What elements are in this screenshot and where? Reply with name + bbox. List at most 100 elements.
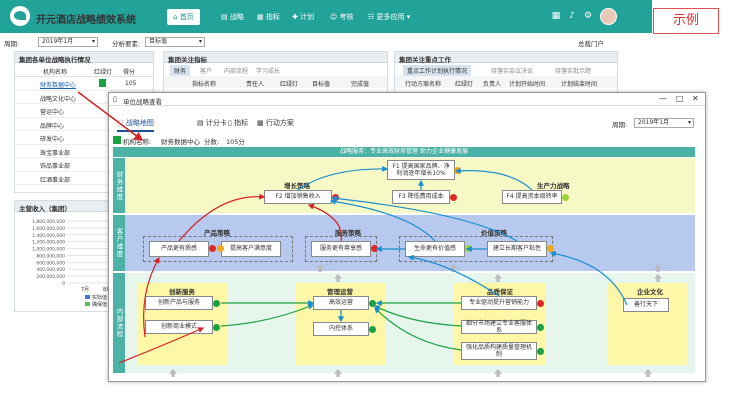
income-chart: 1,800,000,0001,600,000,0001,400,000,0001… bbox=[32, 219, 119, 308]
status-dot-red bbox=[371, 245, 378, 252]
y-tick-label: 1,400,000,000 bbox=[32, 233, 65, 239]
node-f4[interactable]: F4 提高资本周转率 bbox=[502, 190, 562, 204]
col-target: 目标值 bbox=[312, 81, 331, 88]
org-label: 机构名称: bbox=[123, 138, 152, 146]
node-b2[interactable]: 细分市场建立专业客服体系 bbox=[461, 320, 537, 334]
period-label: 周期: bbox=[4, 40, 20, 48]
period-select[interactable]: 2019年1月 bbox=[38, 37, 98, 47]
x-tick-label: 7月 bbox=[81, 287, 89, 293]
more-apps-icon: ☷ bbox=[368, 13, 375, 21]
nav-more-apps[interactable]: ☷ 更多应用 ▾ bbox=[368, 13, 411, 21]
dimension-select[interactable]: 目标值 bbox=[145, 37, 205, 47]
status-light bbox=[99, 79, 106, 87]
y-tick-label: 200,000,000 bbox=[36, 274, 65, 280]
score-label: 分数: bbox=[204, 138, 220, 146]
node-b1[interactable]: 专业驱动提升营销能力 bbox=[461, 296, 537, 310]
service-strategy-title: 服务策略 bbox=[335, 229, 361, 237]
assessment-icon: ☺ bbox=[330, 13, 338, 21]
tab-instructions[interactable]: 待落实批示题 bbox=[555, 68, 592, 75]
nav-plan[interactable]: ✚ 计划 bbox=[292, 13, 315, 21]
tab-scorecard[interactable]: ▤ 计分卡 bbox=[197, 119, 227, 127]
status-dot-green bbox=[213, 300, 220, 307]
table-row: 珠宝事业部 bbox=[15, 145, 153, 158]
node-i1[interactable]: 创新产品与服务 bbox=[145, 296, 213, 310]
y-tick-label: 0 bbox=[62, 281, 65, 287]
node-m1[interactable]: 高效运营 bbox=[313, 296, 369, 310]
col-plan-end: 计划结束时间 bbox=[561, 81, 598, 88]
growth-strategy-title: 增长策略 bbox=[284, 182, 310, 190]
minimize-icon[interactable]: — bbox=[659, 94, 667, 103]
example-label: 示例 bbox=[653, 8, 719, 34]
tab-customer[interactable]: 客户 bbox=[200, 68, 213, 75]
modal-period-label: 周期: bbox=[612, 121, 628, 129]
x-tick-label: 8月 bbox=[103, 287, 111, 293]
status-dot-green bbox=[369, 326, 376, 333]
top-bar bbox=[0, 0, 652, 33]
node-c2[interactable]: 提高客户满意度 bbox=[221, 241, 281, 257]
strategy-icon: ▤ bbox=[221, 13, 228, 21]
tab-meeting-resolution[interactable]: 待落实会议决议 bbox=[491, 68, 534, 75]
node-c-culture[interactable]: 善行天下 bbox=[623, 298, 669, 312]
grid-icon[interactable]: ▦ bbox=[551, 11, 561, 21]
y-tick-label: 1,600,000,000 bbox=[32, 226, 65, 232]
node-m2[interactable]: 内控体系 bbox=[313, 322, 369, 336]
app-title: 开元酒店战略绩效系统 bbox=[36, 15, 136, 26]
modal-period-select[interactable]: 2019年1月 bbox=[634, 118, 694, 128]
unit-name: 品牌中心 bbox=[40, 122, 65, 130]
node-c3[interactable]: 服务更有尊享感 bbox=[311, 241, 371, 257]
scorecard-icon: ▤ bbox=[197, 119, 204, 127]
nav-home[interactable]: ⌂ 首页 bbox=[167, 9, 200, 25]
legend-swatch bbox=[85, 295, 90, 299]
up-arrow-icon bbox=[449, 264, 457, 272]
unit-name: 珠宝事业部 bbox=[40, 149, 71, 157]
col-indicator-light: 红绿灯 bbox=[280, 81, 299, 88]
table-row: 饰品事业部 bbox=[15, 158, 153, 172]
unit-name: 战略文化中心 bbox=[40, 95, 77, 103]
node-c1[interactable]: 产品更有质感 bbox=[149, 241, 209, 257]
status-dot-red bbox=[209, 245, 216, 252]
status-dot-yellow bbox=[217, 245, 224, 252]
modal-title: 单位战略查看 bbox=[123, 98, 162, 106]
dimension-label: 分析要素: bbox=[112, 40, 141, 48]
product-group bbox=[143, 236, 293, 262]
productivity-strategy-title: 生产力战略 bbox=[537, 182, 570, 190]
nav-indicator[interactable]: ▦ 指标 bbox=[257, 13, 280, 21]
maximize-icon[interactable]: □ bbox=[676, 94, 684, 103]
tab-learning[interactable]: 学习成长 bbox=[256, 68, 281, 75]
portal-label: 总裁门户 bbox=[578, 40, 604, 48]
node-f3[interactable]: F3 降低费用成本 bbox=[392, 190, 450, 204]
product-strategy-title: 产品策略 bbox=[204, 229, 230, 237]
node-c5[interactable]: 建立长期客户粘性 bbox=[487, 241, 547, 257]
action-icon: ▦ bbox=[257, 119, 264, 127]
close-icon[interactable]: ✕ bbox=[692, 94, 699, 103]
node-c4[interactable]: 生命更有价值感 bbox=[405, 241, 465, 257]
settings-icon[interactable]: ⚙ bbox=[583, 11, 593, 21]
bell-icon[interactable]: ♪ bbox=[569, 11, 575, 21]
tab-key-work-plan[interactable]: 重点工作计划执行情况 bbox=[403, 65, 472, 76]
status-dot-green bbox=[537, 324, 544, 331]
focus-indicator-panel: 集团关注指标 财务 客户 内部流程 学习成长 指标名称 责任人 红绿灯 目标值 … bbox=[163, 51, 388, 96]
nav-strategy[interactable]: ▤ 战略 bbox=[221, 13, 244, 21]
culture-box bbox=[607, 283, 687, 365]
node-f1[interactable]: F1 提高国家品牌、净利润逐年增长10% bbox=[387, 160, 455, 180]
nav-assessment[interactable]: ☺ 考核 bbox=[330, 13, 354, 21]
focus-indicator-title: 集团关注指标 bbox=[164, 52, 387, 64]
avatar[interactable] bbox=[600, 8, 617, 25]
table-row: 研发中心 bbox=[15, 131, 153, 145]
node-b3[interactable]: 强化品质构建质量管理机制 bbox=[461, 342, 537, 360]
tab-action-plans[interactable]: ▦ 行动方案 bbox=[257, 119, 294, 127]
unit-name[interactable]: 财务数据中心 bbox=[40, 82, 77, 89]
unit-score: 105 bbox=[125, 80, 137, 87]
strategy-connectors bbox=[118, 165, 628, 364]
up-arrow-icon bbox=[169, 369, 177, 377]
col-plan-start: 计划开始时间 bbox=[509, 81, 546, 88]
brand-title: 品质保证 bbox=[487, 288, 513, 296]
col-owner: 责任人 bbox=[246, 81, 265, 88]
key-work-title: 集团关注重点工作 bbox=[395, 52, 617, 64]
tab-internal-process[interactable]: 内部流程 bbox=[224, 68, 249, 75]
tab-finance[interactable]: 财务 bbox=[170, 65, 191, 76]
tab-indicators[interactable]: ▯ 指标 bbox=[228, 119, 249, 127]
unit-name: 营运中心 bbox=[40, 109, 65, 116]
up-arrow-icon bbox=[316, 264, 324, 272]
